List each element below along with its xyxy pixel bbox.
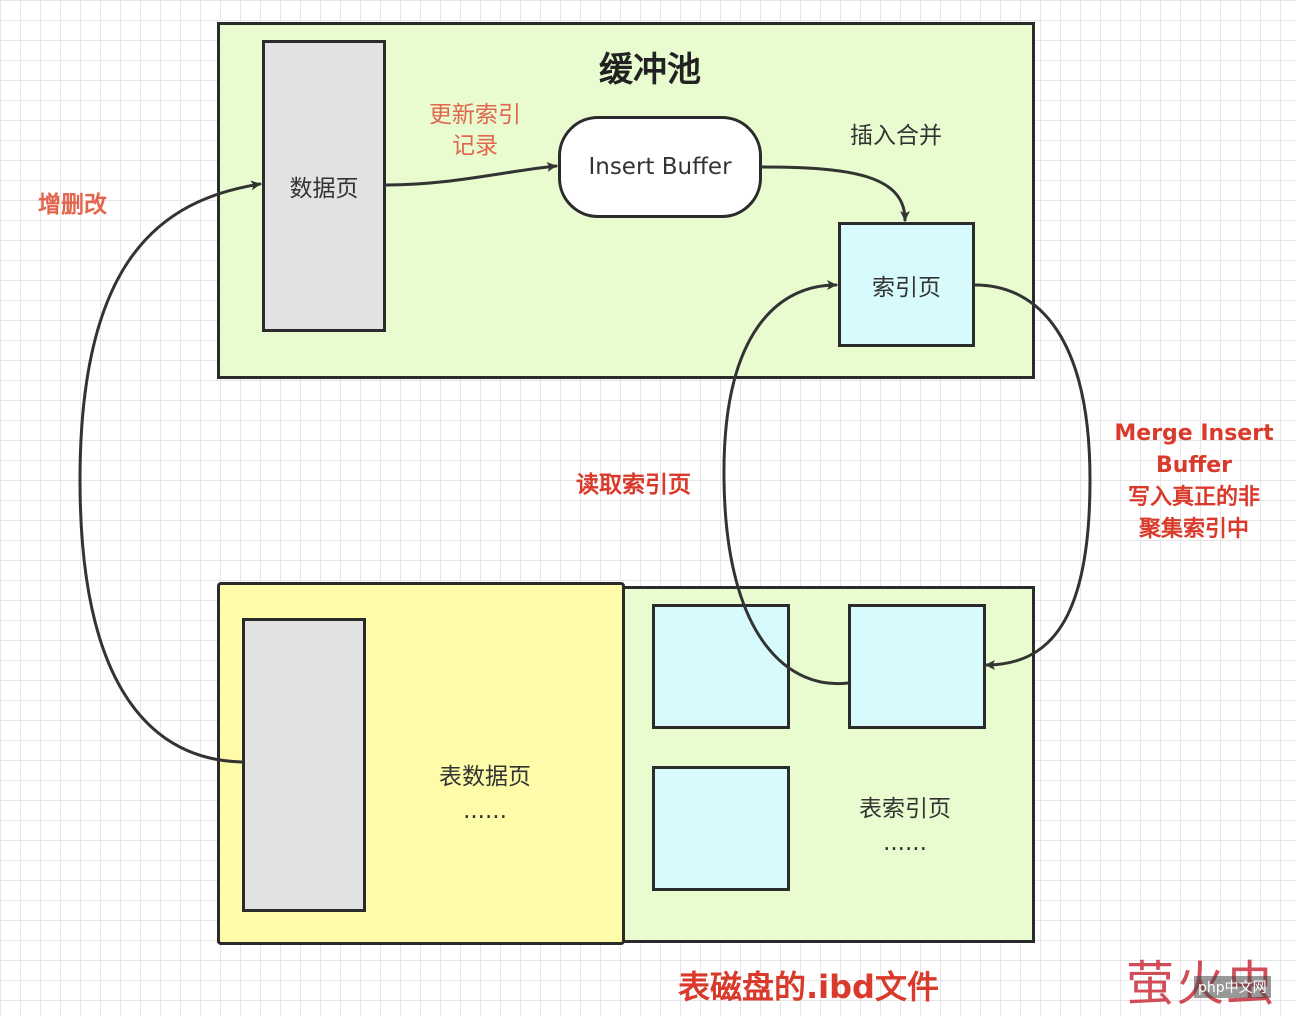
table-data-pages-label: 表数据页 ...... xyxy=(400,760,570,828)
update-index-label: 更新索引 记录 xyxy=(410,100,540,162)
arrow-insert-buffer-to-index-page xyxy=(760,165,910,222)
arrow-disk-data-to-buffer-data xyxy=(78,180,262,764)
merge-label-line3: 写入真正的非 xyxy=(1127,485,1260,510)
crud-label: 增删改 xyxy=(38,192,107,218)
arrow-buffer-index-to-disk-index xyxy=(973,283,1092,670)
table-data-pages-title: 表数据页 xyxy=(439,764,531,790)
disk-data-page xyxy=(242,618,366,912)
insert-buffer-node: Insert Buffer xyxy=(558,116,762,218)
data-page: 数据页 xyxy=(262,40,386,332)
update-index-label-line2: 记录 xyxy=(452,133,498,159)
index-page-label: 索引页 xyxy=(872,274,941,301)
disk-index-page-3 xyxy=(652,766,790,891)
table-data-pages-ellipsis: ...... xyxy=(463,798,507,824)
table-index-pages-label: 表索引页 ...... xyxy=(830,792,980,860)
buffer-pool-title: 缓冲池 xyxy=(599,50,701,90)
arrow-disk-index-to-buffer-index xyxy=(722,280,850,686)
disk-index-page-2 xyxy=(848,604,986,729)
data-page-label: 数据页 xyxy=(289,176,359,202)
merge-insert-buffer-label: Merge Insert Buffer 写入真正的非 聚集索引中 xyxy=(1108,418,1280,546)
table-index-pages-ellipsis: ...... xyxy=(883,830,927,856)
merge-label-line1: Merge Insert xyxy=(1114,421,1274,446)
arrow-data-page-to-insert-buffer xyxy=(384,161,558,187)
table-index-pages-title: 表索引页 xyxy=(859,796,951,822)
merge-label-line2: Buffer xyxy=(1155,453,1233,478)
insert-buffer-label: Insert Buffer xyxy=(588,154,732,180)
disk-file-caption: 表磁盘的.ibd文件 xyxy=(678,968,939,1006)
merge-label-line4: 聚集索引中 xyxy=(1138,517,1249,542)
disk-index-page-1 xyxy=(652,604,790,729)
index-page: 索引页 xyxy=(838,222,975,347)
watermark-logo: 萤火虫 php中文网 xyxy=(1122,944,1292,1012)
update-index-label-line1: 更新索引 xyxy=(429,102,521,128)
watermark-site: php中文网 xyxy=(1194,976,1271,998)
insert-merge-label: 插入合并 xyxy=(850,123,942,149)
read-index-page-label: 读取索引页 xyxy=(576,472,691,498)
